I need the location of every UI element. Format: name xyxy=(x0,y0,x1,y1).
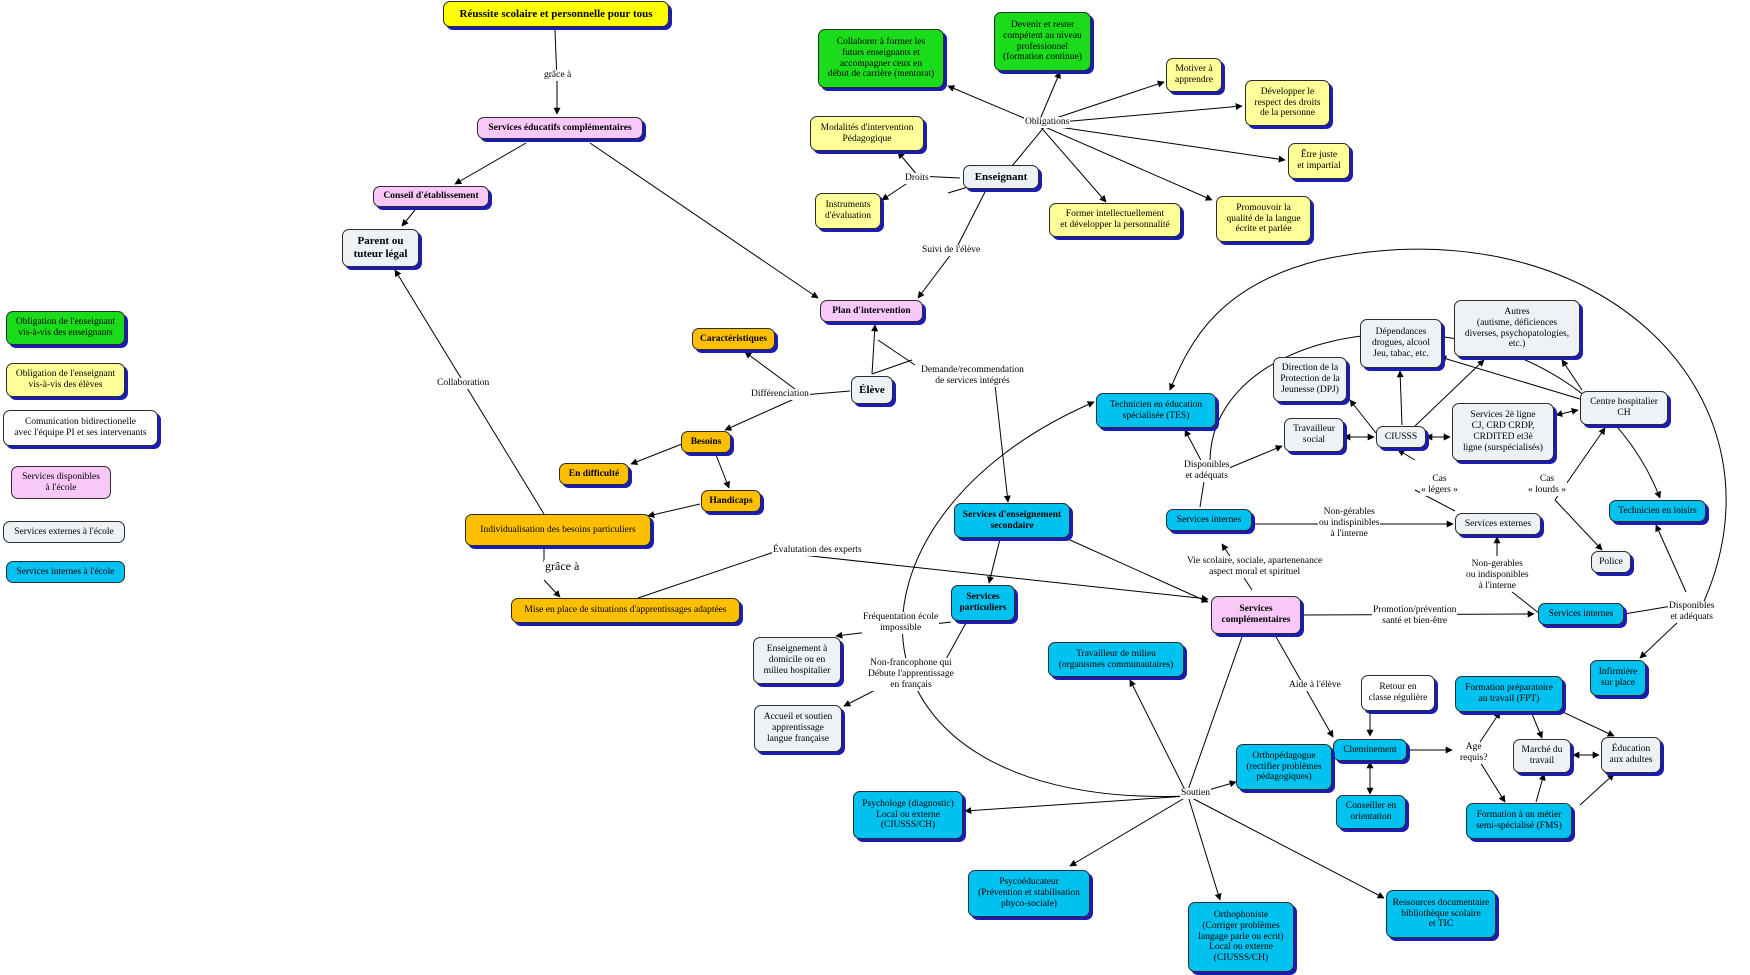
node-dependances[interactable]: Dépendances drogues, alcool Jeu, tabac, … xyxy=(1360,319,1442,368)
node-ciusss[interactable]: CIUSSS xyxy=(1376,426,1426,448)
node-services-internes-1[interactable]: Services internes xyxy=(1166,509,1252,531)
node-developper-respect[interactable]: Développer le respect des droits de la p… xyxy=(1245,80,1330,126)
node-instruments[interactable]: Instruments d'évaluation xyxy=(815,193,881,229)
node-orthophoniste[interactable]: Orthophoniste (Corriger problèmes langag… xyxy=(1188,902,1294,972)
node-orthopedagogue[interactable]: Orthopédagogue (rectifier problèmes péda… xyxy=(1236,744,1332,790)
legend-item-eleves: Obligation de l'enseignant vis-à-vis des… xyxy=(6,363,125,397)
edge-label-suivi: Suivi de l'élève xyxy=(921,245,982,256)
node-mise-en-place[interactable]: Mise en place de situations d'apprentiss… xyxy=(511,598,740,623)
edge-label-soutien: Soutien xyxy=(1180,788,1212,799)
edge-label-differenciation: Différenciation xyxy=(750,389,810,400)
node-dpj[interactable]: Direction de la Protection de la Jeuness… xyxy=(1273,357,1347,402)
edge-label-disponibles-2: Disponibles et adéquats xyxy=(1668,601,1716,623)
edge-label-non-gerables-1: Non-gérables ou indispinibles à l'intern… xyxy=(1318,507,1381,540)
node-motiver[interactable]: Motiver à apprendre xyxy=(1166,58,1222,92)
node-services-internes-2[interactable]: Services internes xyxy=(1538,603,1624,625)
node-collaborer[interactable]: Collaborer à former les futurs enseignan… xyxy=(818,29,944,88)
node-devenir[interactable]: Devenir et rester compétent au niveau pr… xyxy=(994,12,1091,71)
node-modalites[interactable]: Modalités d'intervention Pédagogique xyxy=(810,116,924,151)
node-services-complementaires[interactable]: Services complémentaires xyxy=(1211,596,1301,634)
edge-label-vie-scolaire: Vie scolaire, sociale, apartenenance asp… xyxy=(1186,556,1324,578)
node-fpt[interactable]: Formation préparatoire au travail (FPT) xyxy=(1455,676,1563,712)
legend-item-services-externes: Services externes à l'école xyxy=(3,521,125,543)
node-enseignant[interactable]: Enseignant xyxy=(963,165,1039,189)
edge-label-non-gerables-2: Non-gerables ou indisponibles à l'intern… xyxy=(1465,559,1530,592)
node-education-adultes[interactable]: Éducation aux adultes xyxy=(1601,737,1661,773)
edge-label-droits: Droits xyxy=(904,173,930,184)
node-etre-juste[interactable]: Être juste et impartial xyxy=(1288,143,1350,179)
node-psychoeducateur[interactable]: Psycoéducateur (Prévention et stabilisat… xyxy=(968,870,1090,917)
node-besoins[interactable]: Besoins xyxy=(681,431,731,453)
edge-label-disponibles-1: Disponibles et adéquats xyxy=(1183,460,1231,482)
edge-label-grace-a: grâce à xyxy=(543,70,573,81)
edge-label-age: Age requis? xyxy=(1459,742,1489,764)
edge-label-cas-legers: Cas « légers » xyxy=(1420,474,1459,496)
node-individualisation[interactable]: Individualisation des besoins particulie… xyxy=(465,514,651,546)
node-conseiller-orientation[interactable]: Conseiller en orientation xyxy=(1336,795,1406,829)
node-travailleur-social[interactable]: Travailleur social xyxy=(1284,418,1344,452)
node-services-educatifs[interactable]: Services éducatifs complémentaires xyxy=(477,117,643,139)
edge-label-evaluation: Évalutation des experts xyxy=(772,545,863,556)
node-travailleur-milieu[interactable]: Travailleur de milieu (organismes commun… xyxy=(1048,642,1184,677)
node-services-enseignement-secondaire[interactable]: Services d'enseignement secondaire xyxy=(954,503,1070,538)
node-parent[interactable]: Parent ou tuteur légal xyxy=(342,229,419,267)
legend-item-services-disponibles: Services disponibles à l'école xyxy=(11,466,111,499)
node-accueil-soutien[interactable]: Accueil et soutien apprentissage langue … xyxy=(754,705,842,752)
node-services-2e-ligne[interactable]: Services 2è ligne CJ, CRD CRDP, CRDITED … xyxy=(1452,403,1554,461)
legend-item-enseignants: Obligation de l'enseignant vis-à-vis des… xyxy=(6,311,125,345)
node-tes[interactable]: Technicien en éducation spécialisée (TES… xyxy=(1096,393,1216,428)
edge-label-cas-lourds: Cas « lourds » xyxy=(1527,474,1567,496)
node-services-particuliers[interactable]: Services particuliers xyxy=(951,585,1015,621)
node-autres[interactable]: Autres (autisme, déficiences diverses, p… xyxy=(1454,300,1580,357)
legend-item-services-internes: Services internes à l'école xyxy=(6,561,125,583)
node-eleve[interactable]: Élève xyxy=(851,376,893,404)
node-ressources[interactable]: Ressources documentaire bibliothèque sco… xyxy=(1386,890,1496,938)
node-en-difficulte[interactable]: En difficulté xyxy=(559,463,629,485)
node-promouvoir[interactable]: Promouvoir la qualité de la langue écrit… xyxy=(1216,196,1311,242)
node-marche-travail[interactable]: Marché du travail xyxy=(1513,739,1571,773)
edge-label-aide: Aide à l'élève xyxy=(1288,680,1342,691)
node-centre-hospitalier[interactable]: Centre hospitalier CH xyxy=(1580,391,1668,425)
node-caracteristiques[interactable]: Caractéristiques xyxy=(692,328,775,350)
node-psychologue[interactable]: Psychologe (diagnostic) Local ou externe… xyxy=(853,791,963,839)
edge-label-collaboration: Collaboration xyxy=(436,378,491,389)
node-enseignement-domicile[interactable]: Enseignement à domicile ou en milieu hos… xyxy=(753,637,841,684)
node-conseil-etablissement[interactable]: Conseil d'établissement xyxy=(373,186,489,207)
node-services-externes[interactable]: Services externes xyxy=(1455,513,1541,535)
node-fms[interactable]: Formation à un métier semi-spécialisé (F… xyxy=(1466,803,1572,839)
edge-label-non-francophone: Non-francophone qui Débute l'apprentissa… xyxy=(867,658,955,691)
edge-label-obligations: Obligations xyxy=(1024,117,1071,128)
edge-label-promotion: Promotion/prévention santé et bien-être xyxy=(1372,605,1458,627)
edge-label-frequentation: Fréquentation école impossible xyxy=(862,612,940,634)
node-police[interactable]: Police xyxy=(1591,551,1631,573)
legend-item-communication: Comunication bidirectionelle avec l'équi… xyxy=(3,410,158,446)
node-cheminement[interactable]: Cheminement xyxy=(1333,739,1407,761)
node-handicaps[interactable]: Handicaps xyxy=(701,490,761,512)
node-infirmiere[interactable]: Infirmière sur place xyxy=(1590,660,1646,696)
node-reussite[interactable]: Réussite scolaire et personnelle pour to… xyxy=(443,1,669,27)
edge-label-grace-a-2: grâce à xyxy=(544,559,581,574)
node-technicien-loisirs[interactable]: Technicien en loisirs xyxy=(1609,500,1706,522)
node-plan-intervention[interactable]: Plan d'intervention xyxy=(820,300,923,322)
node-former[interactable]: Former intellectuellement et développer … xyxy=(1049,203,1181,237)
node-retour-classe[interactable]: Retour en classe régulière xyxy=(1361,675,1435,711)
edge-label-demande: Demande/recommendation de services intég… xyxy=(920,365,1025,387)
